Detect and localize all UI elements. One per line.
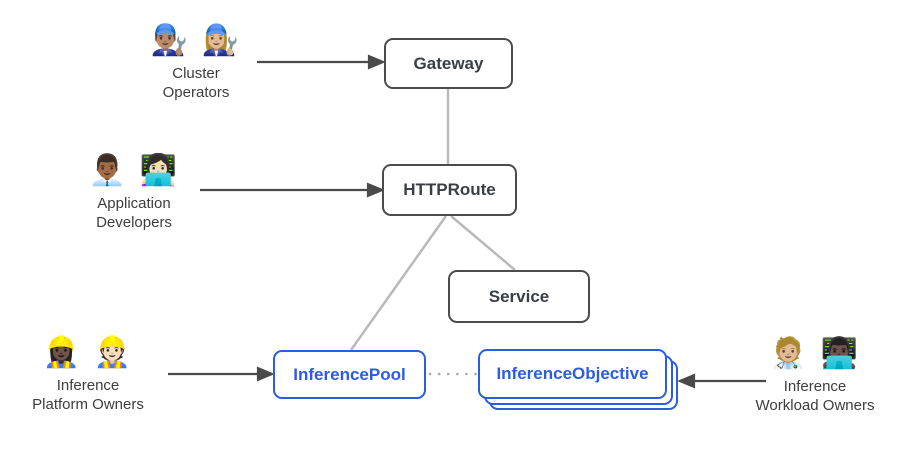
persona-label: Cluster Operators	[162, 65, 230, 101]
persona-application-developers: 👨🏾‍💼 👩🏻‍💻 Application Developers	[24, 150, 244, 232]
persona-inference-workload-owners: 🧑🏼‍⚕️ 👨🏿‍💻 Inference Workload Owners	[705, 333, 902, 415]
persona-inference-platform-owners: 👷🏿‍♀️ 👷🏻 Inference Platform Owners	[0, 332, 198, 414]
arrowhead-inferenceobjective	[677, 373, 696, 389]
edge-httproute-service	[450, 215, 516, 271]
node-service: Service	[448, 270, 590, 323]
edge-httproute-inferencepool	[349, 215, 448, 351]
persona-label: Inference Workload Owners	[755, 378, 875, 414]
developers-emoji-icon: 👨🏾‍💼 👩🏻‍💻	[88, 153, 180, 188]
persona-cluster-operators: 👨🏽‍🔧 👩🏼‍🔧 Cluster Operators	[86, 20, 306, 102]
mechanics-emoji-icon: 👨🏽‍🔧 👩🏼‍🔧	[150, 23, 242, 58]
persona-label: Inference Platform Owners	[32, 377, 144, 413]
arrowhead-inferencepool	[256, 366, 275, 382]
construction-workers-emoji-icon: 👷🏿‍♀️ 👷🏻	[42, 335, 134, 370]
arrowhead-httproute	[366, 182, 385, 198]
persona-label: Application Developers	[96, 195, 172, 231]
node-inferenceobjective: InferenceObjective	[478, 349, 667, 399]
workload-owners-emoji-icon: 🧑🏼‍⚕️ 👨🏿‍💻	[769, 336, 861, 371]
node-inferencepool: InferencePool	[273, 350, 426, 399]
node-httproute: HTTPRoute	[382, 164, 517, 216]
arrowhead-gateway	[367, 54, 386, 70]
node-gateway: Gateway	[384, 38, 513, 89]
